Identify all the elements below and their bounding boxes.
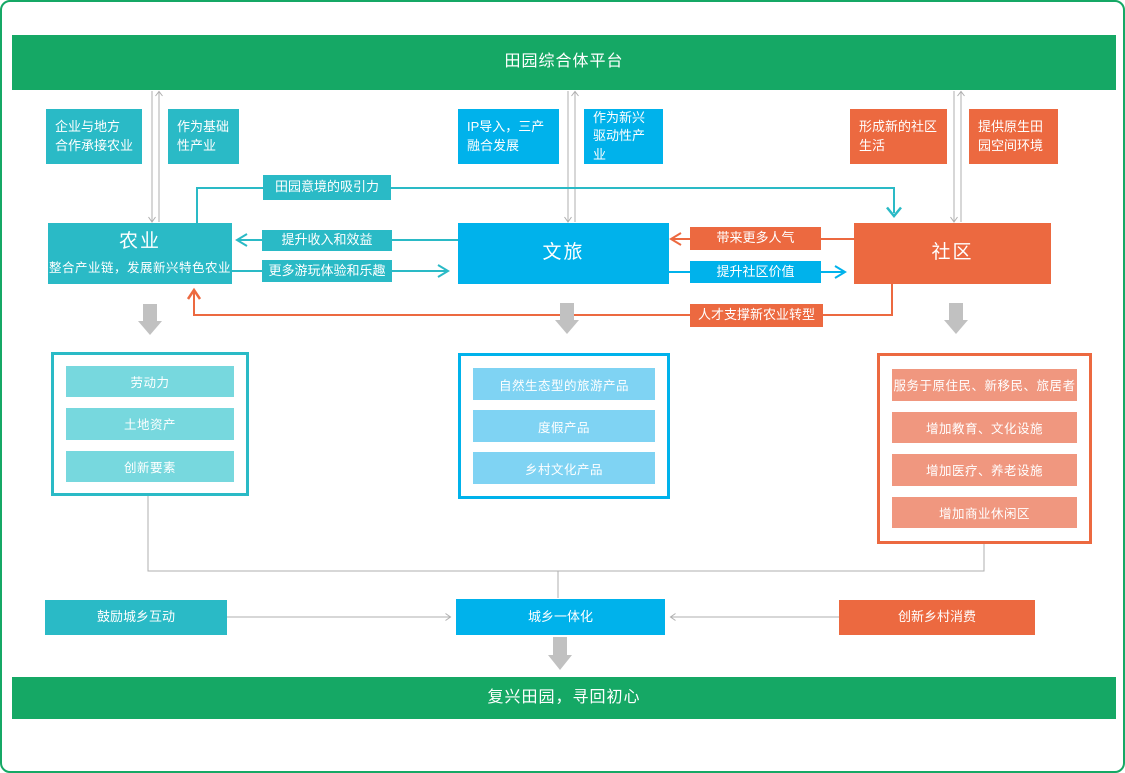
pillar-community: 社区 bbox=[854, 223, 1051, 284]
panel-item: 创新要素 bbox=[66, 450, 234, 482]
agriculture-down-arrow bbox=[138, 304, 162, 335]
panel-community-services: 服务于原住民、新移民、旅居者 增加教育、文化设施 增加医疗、养老设施 增加商业休… bbox=[877, 353, 1092, 544]
pillar-agriculture-subtitle: 整合产业链，发展新兴特色农业 bbox=[48, 261, 231, 276]
panel-item: 土地资产 bbox=[66, 408, 234, 440]
panels-to-integration-line bbox=[147, 496, 985, 598]
panel-agriculture-elements: 劳动力 土地资产 创新要素 bbox=[51, 352, 249, 496]
panel-item: 劳动力 bbox=[66, 366, 234, 398]
pillar-agriculture: 农业 整合产业链，发展新兴特色农业 bbox=[48, 223, 232, 284]
encourage-to-integration-arrow bbox=[227, 613, 452, 621]
note-enterprise-cooperation: 企业与地方 合作承接农业 bbox=[46, 109, 142, 164]
attraction-line bbox=[196, 187, 895, 223]
pillar-tourism-title: 文旅 bbox=[542, 242, 585, 264]
flow-label-income: 提升收入和效益 bbox=[262, 230, 392, 251]
note-native-rural-space: 提供原生田 园空间环境 bbox=[969, 109, 1058, 164]
flow-label-talent: 人才支撑新农业转型 bbox=[690, 304, 823, 327]
urban-rural-integration: 城乡一体化 bbox=[456, 599, 665, 635]
block-down-arrows bbox=[138, 303, 968, 670]
note-ip-integration: IP导入，三产 融合发展 bbox=[458, 109, 559, 164]
panel-item: 增加教育、文化设施 bbox=[892, 411, 1077, 443]
talent-line bbox=[193, 284, 893, 316]
note-basic-industry: 作为基础 性产业 bbox=[168, 109, 239, 164]
note-new-community-life: 形成新的社区 生活 bbox=[850, 109, 947, 164]
panel-item: 增加医疗、养老设施 bbox=[892, 454, 1077, 486]
panel-tourism-products: 自然生态型的旅游产品 度假产品 乡村文化产品 bbox=[458, 353, 670, 499]
panel-item: 度假产品 bbox=[473, 410, 655, 442]
panel-item: 增加商业休闲区 bbox=[892, 496, 1077, 528]
pillar-agriculture-title: 农业 bbox=[118, 231, 161, 253]
pillar-tourism: 文旅 bbox=[458, 223, 669, 284]
integration-down-arrow bbox=[548, 637, 572, 670]
flow-label-fun: 更多游玩体验和乐趣 bbox=[262, 260, 392, 282]
panel-item: 乡村文化产品 bbox=[473, 452, 655, 484]
flow-label-attraction: 田园意境的吸引力 bbox=[263, 175, 391, 200]
panel-item: 自然生态型的旅游产品 bbox=[473, 368, 655, 400]
note-driving-industry: 作为新兴 驱动性产业 bbox=[584, 109, 663, 164]
vision-banner: 复兴田园，寻回初心 bbox=[12, 677, 1116, 719]
platform-banner: 田园综合体平台 bbox=[12, 35, 1116, 90]
consumption-to-integration-arrow bbox=[669, 613, 839, 621]
pillar-community-title: 社区 bbox=[931, 242, 974, 264]
community-down-arrow bbox=[944, 303, 968, 334]
tourism-down-arrow bbox=[555, 303, 579, 334]
flow-label-popularity: 带来更多人气 bbox=[690, 227, 821, 250]
encourage-urban-rural-interaction: 鼓励城乡互动 bbox=[45, 600, 227, 635]
innovate-rural-consumption: 创新乡村消费 bbox=[839, 600, 1035, 635]
attraction-arrowhead bbox=[886, 206, 902, 218]
gray-exchange-arrows bbox=[147, 90, 985, 621]
flow-label-community-value: 提升社区价值 bbox=[690, 261, 821, 283]
panel-item: 服务于原住民、新移民、旅居者 bbox=[892, 369, 1077, 401]
talent-arrowhead bbox=[186, 287, 202, 300]
